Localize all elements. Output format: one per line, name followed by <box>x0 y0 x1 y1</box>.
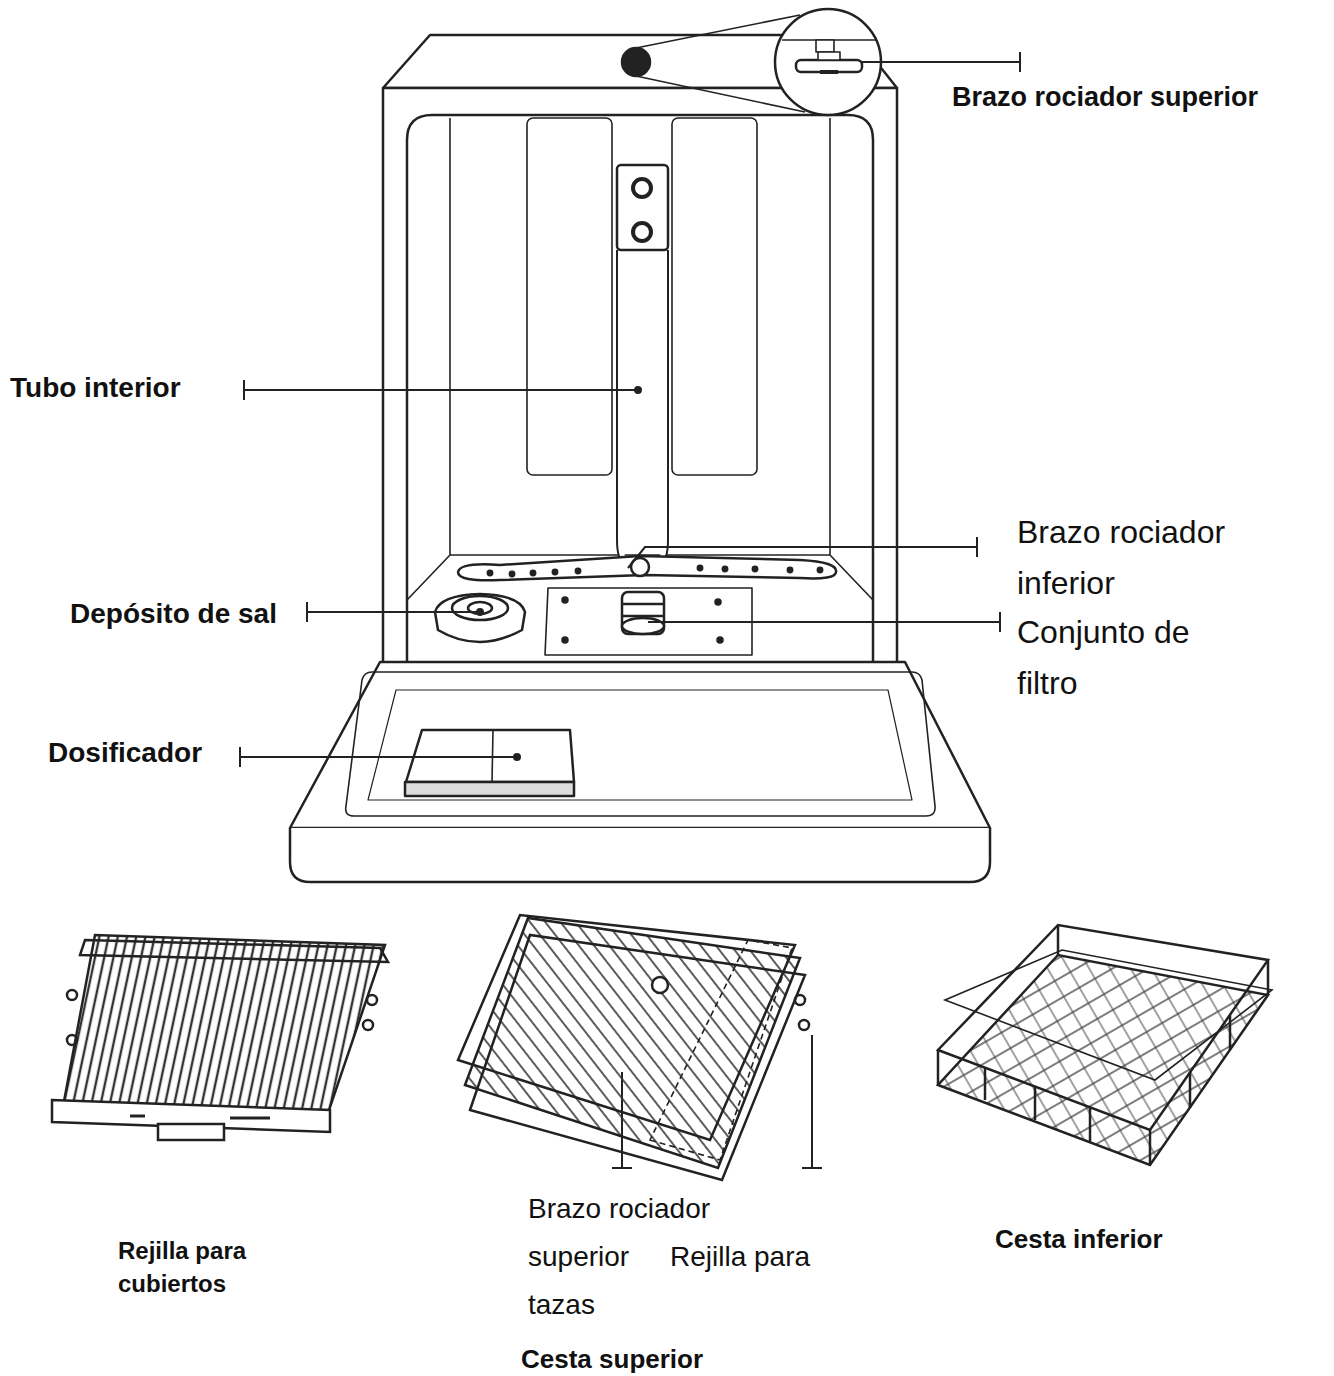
part-label: Dosificador <box>48 735 238 771</box>
part-label: Conjunto de filtro <box>1017 607 1247 709</box>
upper-basket <box>458 915 809 1180</box>
lower-basket <box>938 925 1272 1165</box>
cutlery-rack <box>52 935 388 1140</box>
part-label: Cesta inferior <box>995 1222 1215 1256</box>
part-label: Brazo rociador superior <box>952 80 1334 114</box>
part-label: Cesta superior <box>521 1342 761 1376</box>
part-label: Rejilla para cubiertos <box>118 1234 293 1300</box>
dishwasher-body <box>290 9 990 882</box>
part-label: Tubo interior <box>10 370 240 406</box>
part-label: Depósito de sal <box>70 594 280 634</box>
part-label: Rejilla para tazas <box>528 1233 848 1329</box>
part-label: Brazo rociador inferior <box>1017 507 1277 609</box>
